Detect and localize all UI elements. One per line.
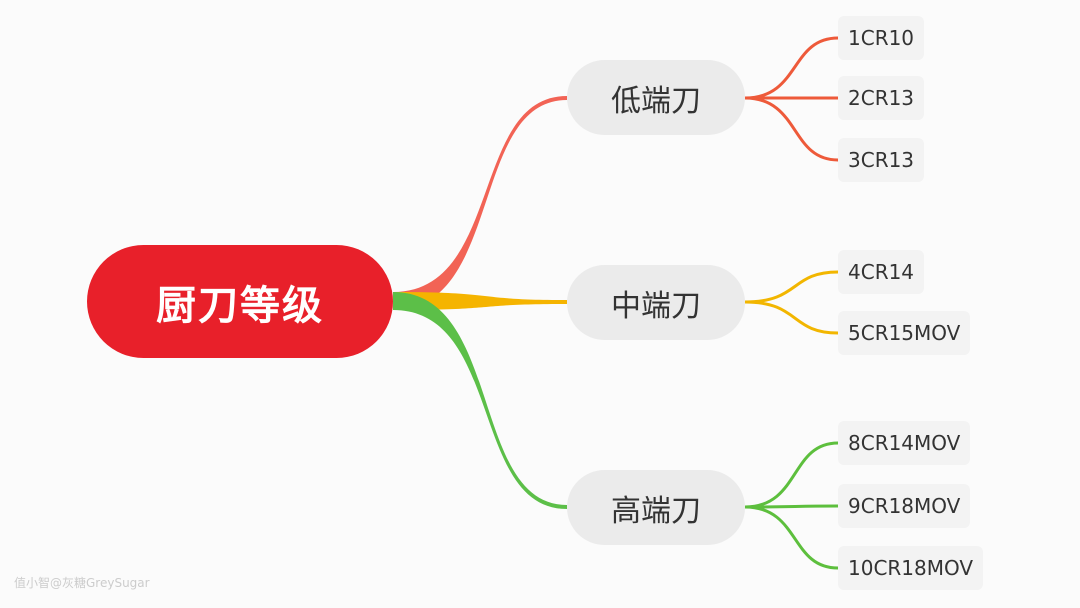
leaf-connector bbox=[744, 270, 839, 304]
leaf-connector bbox=[744, 96, 839, 162]
leaf-node[interactable]: 10CR18MOV bbox=[838, 546, 984, 590]
leaf-connector bbox=[744, 504, 839, 509]
branch-node-mid-end[interactable]: 中端刀 bbox=[567, 265, 745, 340]
leaf-connector bbox=[744, 36, 839, 100]
leaf-node[interactable]: 2CR13 bbox=[838, 76, 925, 120]
leaf-connector bbox=[744, 505, 839, 570]
branch-node-high-end[interactable]: 高端刀 bbox=[567, 470, 745, 545]
leaf-node[interactable]: 3CR13 bbox=[838, 138, 925, 182]
leaf-node[interactable]: 9CR18MOV bbox=[838, 484, 971, 528]
leaf-node[interactable]: 4CR14 bbox=[838, 250, 925, 294]
branch-connector bbox=[393, 96, 567, 310]
branch-connector bbox=[393, 292, 567, 509]
leaf-connector bbox=[744, 300, 839, 335]
leaf-node[interactable]: 1CR10 bbox=[838, 16, 925, 60]
leaf-node[interactable]: 8CR14MOV bbox=[838, 421, 971, 465]
branch-node-low-end[interactable]: 低端刀 bbox=[567, 60, 745, 135]
watermark: 值小智@灰糖GreySugar bbox=[14, 576, 150, 590]
leaf-node[interactable]: 5CR15MOV bbox=[838, 311, 971, 355]
leaf-connector bbox=[744, 441, 839, 509]
branch-connector bbox=[393, 292, 567, 310]
root-node[interactable]: 厨刀等级 bbox=[87, 245, 393, 358]
